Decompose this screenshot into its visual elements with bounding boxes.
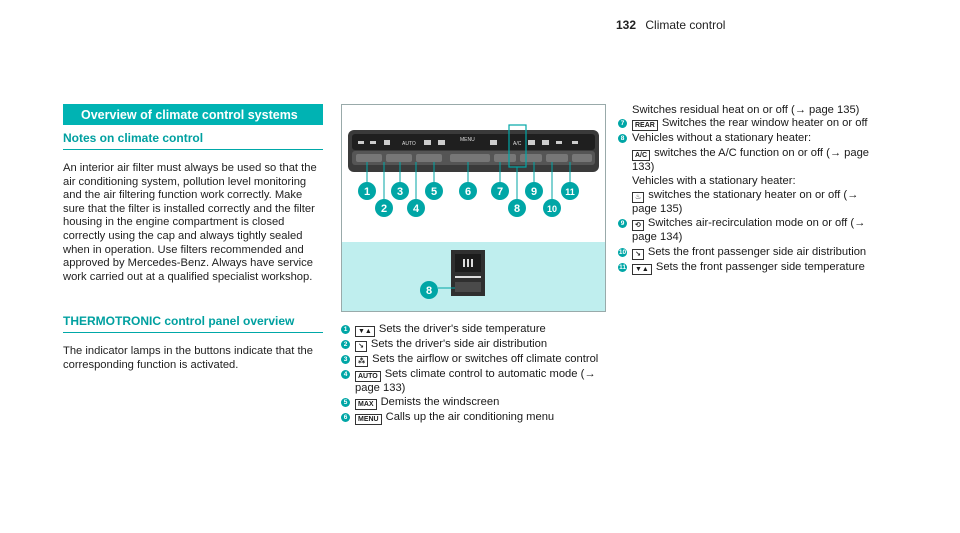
legend-item: 2 ↘Sets the driver's side air distributio… bbox=[341, 338, 606, 352]
running-title: Climate control bbox=[645, 18, 726, 32]
control-panel-figure: AUTO MENU A/C bbox=[341, 104, 606, 312]
callout-7: 7 bbox=[497, 186, 503, 198]
notes-paragraph: An interior air filter must always be us… bbox=[63, 162, 317, 283]
callout-4: 4 bbox=[413, 203, 420, 215]
right-item: 9 ⟲Switches air-recirculation mode on or … bbox=[618, 217, 883, 244]
button-symbol-icon: MENU bbox=[355, 414, 382, 426]
panel-heading: THERMOTRONIC control panel overview bbox=[63, 314, 323, 334]
button-symbol-icon: ♨ bbox=[632, 192, 645, 204]
left-column: Overview of climate control systems Note… bbox=[63, 104, 323, 373]
callout-number: 2 bbox=[341, 340, 350, 349]
button-symbol-icon: ⁂ bbox=[355, 356, 369, 367]
callout-3: 3 bbox=[397, 186, 403, 198]
button-symbol-icon: ▼▲ bbox=[632, 263, 652, 275]
callout-1: 1 bbox=[364, 186, 370, 198]
notes-heading: Notes on climate control bbox=[63, 131, 323, 150]
page-number: 132 bbox=[616, 18, 637, 32]
legend-item: 3 ⁂Sets the airflow or switches off clima… bbox=[341, 353, 606, 367]
right-item: Vehicles with a stationary heater: bbox=[618, 175, 883, 188]
auto-label: AUTO bbox=[402, 141, 416, 147]
item-text: ↘Sets the front passenger side air distr… bbox=[632, 246, 866, 260]
callout-number: 10 bbox=[618, 247, 627, 257]
callout-8-detail: 8 bbox=[426, 285, 432, 297]
page-header: 132 Climate control bbox=[616, 18, 725, 32]
legend-item: 1 ▼▲Sets the driver's side temperature bbox=[341, 323, 606, 337]
button-symbol-icon: ⟲ bbox=[632, 220, 644, 232]
menu-label: MENU bbox=[460, 137, 475, 143]
button-symbol-icon: AUTO bbox=[355, 371, 381, 382]
item-text: ▼▲Sets the front passenger side temperat… bbox=[632, 261, 865, 275]
button-symbol-icon: ↘ bbox=[632, 248, 644, 260]
button-symbol-icon: REAR bbox=[632, 120, 658, 132]
legend-list: 1 ▼▲Sets the driver's side temperature 2 ↘S… bbox=[341, 323, 606, 426]
callout-6: 6 bbox=[465, 186, 471, 198]
stationary-heater-detail: 8 bbox=[342, 242, 605, 311]
item-text: ♨switches the stationary heater on or of… bbox=[632, 189, 859, 216]
callout-10: 10 bbox=[547, 204, 557, 214]
right-item: 10 ↘Sets the front passenger side air dis… bbox=[618, 246, 883, 260]
right-item: 8 Vehicles without a stationary heater: bbox=[618, 132, 883, 145]
button-symbol-icon: A/C bbox=[632, 149, 651, 161]
callout-number: 8 bbox=[618, 134, 627, 144]
item-text: ▼▲Sets the driver's side temperature bbox=[355, 323, 546, 337]
detail-svg: 8 bbox=[420, 250, 485, 299]
item-text: ⁂Sets the airflow or switches off climat… bbox=[355, 353, 598, 367]
callout-number: 11 bbox=[618, 262, 627, 272]
button-symbol-icon: ▼▲ bbox=[355, 326, 375, 337]
right-item: 11 ▼▲Sets the front passenger side temper… bbox=[618, 261, 883, 275]
item-text: ⟲Switches air-recirculation mode on or o… bbox=[632, 217, 866, 244]
panel-paragraph: The indicator lamps in the buttons indic… bbox=[63, 345, 314, 371]
right-column: Switches residual heat on or off (→ page… bbox=[618, 104, 883, 276]
callout-number: 7 bbox=[618, 119, 627, 129]
callout-number: 5 bbox=[341, 398, 350, 408]
ac-label: A/C bbox=[513, 141, 522, 147]
callout-9: 9 bbox=[531, 186, 537, 198]
item-text: ↘Sets the driver's side air distribution bbox=[355, 338, 547, 352]
item-text: Vehicles with a stationary heater: bbox=[632, 174, 796, 187]
button-symbol-icon: ↘ bbox=[355, 341, 367, 352]
right-item: ♨switches the stationary heater on or of… bbox=[618, 189, 883, 216]
callout-11: 11 bbox=[565, 187, 575, 197]
section-title: Overview of climate control systems bbox=[63, 104, 323, 125]
item-text: Vehicles without a stationary heater: bbox=[632, 132, 812, 145]
button-symbol-icon: MAX bbox=[355, 399, 377, 411]
control-panel-illustration: AUTO MENU A/C bbox=[342, 105, 605, 242]
callout-8: 8 bbox=[514, 203, 520, 215]
callout-number: 9 bbox=[618, 219, 627, 229]
callout-5: 5 bbox=[431, 186, 437, 198]
callout-number: 6 bbox=[341, 413, 350, 423]
callout-number: 3 bbox=[341, 355, 350, 364]
control-panel-svg: AUTO MENU A/C bbox=[348, 124, 599, 217]
callout-number: 4 bbox=[341, 370, 350, 379]
callout-2: 2 bbox=[381, 203, 387, 215]
callout-number: 1 bbox=[341, 325, 350, 334]
continued-line: Switches residual heat on or off (→ page… bbox=[632, 104, 860, 116]
